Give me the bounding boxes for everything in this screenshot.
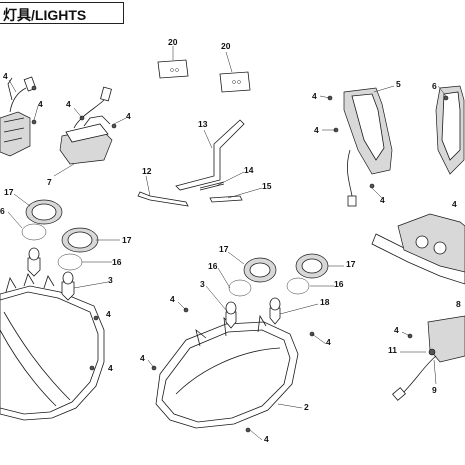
callout-4: 4 xyxy=(452,199,457,209)
callout-4: 4 xyxy=(66,99,71,109)
callout-5: 5 xyxy=(396,79,401,89)
callout-3: 3 xyxy=(108,275,113,285)
center-seal-16b xyxy=(228,279,252,297)
callout-12: 12 xyxy=(142,166,152,176)
callout-17: 17 xyxy=(4,187,14,197)
callout-2: 2 xyxy=(304,402,309,412)
callout-17: 17 xyxy=(346,259,356,269)
callout-4: 4 xyxy=(264,434,269,444)
callout-4: 4 xyxy=(326,337,331,347)
callout-4: 4 xyxy=(380,195,385,205)
center-bulb-3c xyxy=(225,301,237,329)
left-bulb-3 xyxy=(27,247,41,277)
pad-20-left xyxy=(157,59,189,79)
callout-11: 11 xyxy=(388,345,397,355)
center-headlight-housing xyxy=(155,314,299,429)
bracket-14-pin xyxy=(199,181,225,191)
callout-6: 6 xyxy=(432,81,437,91)
center-retaining-ring-17d xyxy=(295,253,329,279)
bracket-13 xyxy=(175,119,245,191)
callout-15: 15 xyxy=(262,181,272,191)
callout-17: 17 xyxy=(122,235,132,245)
callout-18: 18 xyxy=(320,297,330,307)
callout-20: 20 xyxy=(168,37,178,47)
callout-14: 14 xyxy=(244,165,254,175)
callout-3: 3 xyxy=(200,279,205,289)
callout-4: 4 xyxy=(314,125,319,135)
license-bracket-8 xyxy=(371,213,465,285)
left-retaining-ring-17b xyxy=(61,227,99,253)
center-seal-16c xyxy=(286,277,310,295)
callout-13: 13 xyxy=(198,119,208,129)
leader-lines xyxy=(7,46,447,441)
callout-4: 4 xyxy=(312,91,317,101)
callout-16: 16 xyxy=(112,257,122,267)
callout-4: 4 xyxy=(108,363,113,373)
callout-6: 6 xyxy=(0,206,5,216)
callout-4: 4 xyxy=(170,294,175,304)
relay-box-7 xyxy=(59,86,113,165)
plate-lamp-9 xyxy=(392,315,465,401)
bracket-15-strip xyxy=(209,195,243,203)
callout-16: 16 xyxy=(208,261,218,271)
bracket-12 xyxy=(137,191,189,207)
left-seal-16 xyxy=(57,253,83,271)
left-headlight-housing xyxy=(0,273,105,421)
callout-9: 9 xyxy=(432,385,437,395)
callout-4: 4 xyxy=(140,353,145,363)
side-lamp-5 xyxy=(343,87,393,207)
title-box: 灯具/LIGHTS xyxy=(0,2,124,24)
callout-4: 4 xyxy=(106,309,111,319)
callout-16: 16 xyxy=(334,279,344,289)
left-bulb-3b xyxy=(61,271,75,301)
callout-8: 8 xyxy=(456,299,461,309)
callout-20: 20 xyxy=(221,41,231,51)
side-lamp-6 xyxy=(435,85,465,175)
center-bulb-3d xyxy=(269,297,281,325)
callout-4: 4 xyxy=(126,111,131,121)
center-retaining-ring-17c xyxy=(243,257,277,283)
left-retaining-ring-17a xyxy=(25,199,63,225)
callout-4: 4 xyxy=(38,99,43,109)
callout-4: 4 xyxy=(3,71,8,81)
left-seal-6 xyxy=(21,223,47,241)
left-lamp-module xyxy=(0,76,37,157)
pad-20-right xyxy=(219,71,251,93)
callout-7: 7 xyxy=(47,177,52,187)
callout-17: 17 xyxy=(219,244,229,254)
page-title: 灯具/LIGHTS xyxy=(3,7,87,23)
callout-4: 4 xyxy=(394,325,399,335)
